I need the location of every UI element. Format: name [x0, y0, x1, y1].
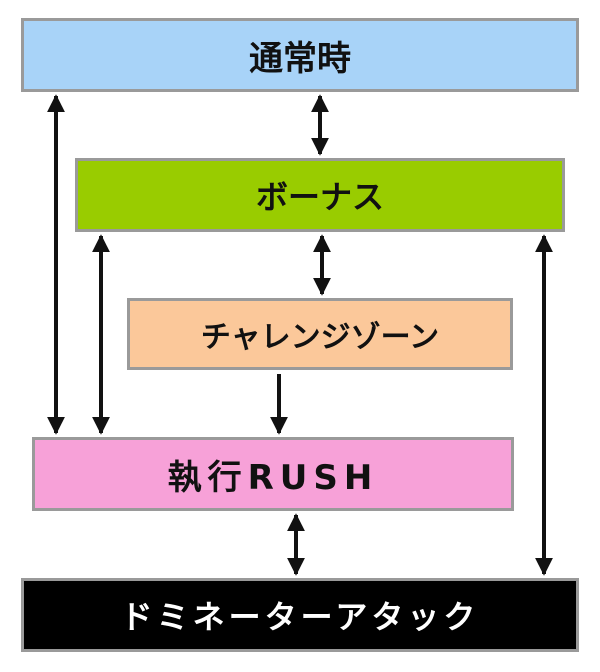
node-normal: 通常時 [21, 18, 579, 92]
node-dominator-attack-label: ドミネーターアタック [120, 598, 480, 636]
node-bonus-label: ボーナス [255, 178, 384, 216]
node-execution-rush-label: 執行RUSH [167, 457, 379, 498]
node-bonus: ボーナス [75, 158, 565, 232]
node-execution-rush: 執行RUSH [32, 437, 514, 511]
node-challenge-zone: チャレンジゾーン [127, 298, 513, 370]
node-normal-label: 通常時 [249, 38, 351, 79]
node-dominator-attack: ドミネーターアタック [21, 578, 579, 652]
node-challenge-zone-label: チャレンジゾーン [200, 320, 440, 355]
